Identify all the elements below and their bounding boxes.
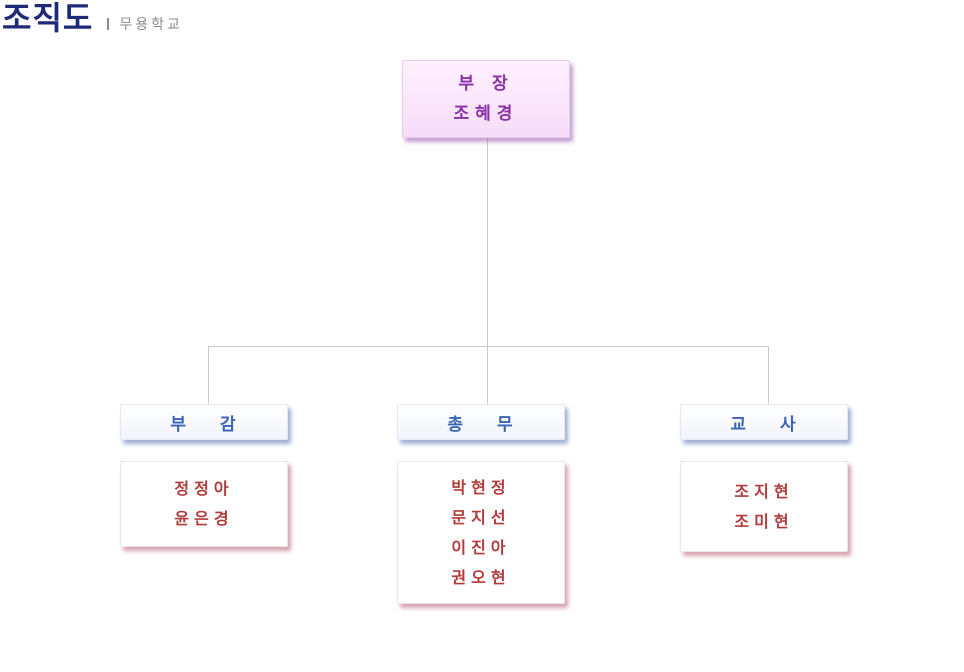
connector-left-drop	[208, 346, 209, 404]
member-name: 권오현	[451, 567, 511, 587]
head-name: 조혜경	[453, 104, 519, 124]
member-name: 조지현	[734, 481, 794, 501]
dept-role-teachers: 교 사	[680, 404, 848, 440]
dept-role-label: 교 사	[730, 414, 798, 435]
member-name: 조미현	[734, 511, 794, 531]
member-name: 문지선	[451, 507, 511, 527]
member-name: 이진아	[451, 537, 511, 557]
connector-right-drop	[768, 346, 769, 404]
connector-horizontal	[208, 346, 769, 347]
page-subtitle: 무용학교	[119, 17, 183, 33]
dept-role-label: 총 무	[447, 414, 515, 435]
dept-members-general-affairs: 박현정 문지선 이진아 권오현	[397, 461, 565, 604]
dept-members-vice-principal: 정정아 윤은경	[120, 461, 288, 547]
dept-role-vice-principal: 부 감	[120, 404, 288, 440]
member-name: 박현정	[451, 477, 511, 497]
connector-center-drop	[487, 346, 488, 404]
page-header: 조직도 무용학교	[2, 0, 183, 40]
head-node: 부 장 조혜경	[402, 60, 570, 138]
dept-role-general-affairs: 총 무	[397, 404, 565, 440]
connector-head-vertical	[487, 138, 488, 347]
title-divider	[107, 18, 110, 30]
member-name: 윤은경	[174, 509, 234, 528]
dept-members-teachers: 조지현 조미현	[680, 461, 848, 552]
page-title: 조직도	[2, 0, 94, 37]
dept-role-label: 부 감	[170, 414, 238, 435]
head-role: 부 장	[458, 74, 514, 94]
member-name: 정정아	[174, 479, 234, 498]
